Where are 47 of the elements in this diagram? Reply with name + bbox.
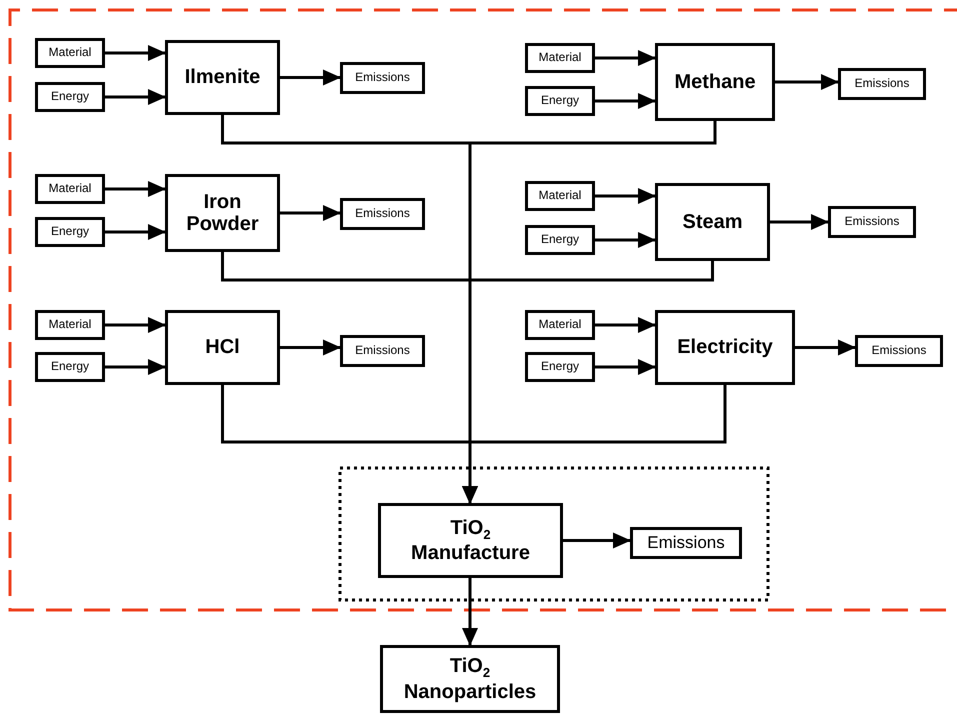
input-box: Material [35, 174, 105, 204]
connector-arrow [595, 50, 656, 66]
input-box: Material [525, 310, 595, 340]
connector-arrow [280, 340, 341, 356]
connector-arrow [770, 214, 829, 230]
connector-arrow [563, 532, 631, 548]
input-box: Material [35, 310, 105, 340]
process-box: Methane [655, 43, 775, 121]
emissions-box: Emissions [340, 62, 425, 94]
input-box: Energy [525, 86, 595, 116]
connector-arrow [105, 45, 166, 61]
connector-arrow [105, 317, 166, 333]
process-box: Ilmenite [165, 40, 280, 115]
input-box: Energy [525, 352, 595, 382]
connector-arrow [595, 188, 656, 204]
emissions-box: Emissions [340, 198, 425, 230]
emissions-box: Emissions [855, 335, 943, 367]
emissions-box: Emissions [340, 335, 425, 367]
input-box: Material [35, 38, 105, 68]
input-box: Energy [35, 217, 105, 247]
emissions-box: Emissions [828, 206, 916, 238]
connector-arrow [795, 340, 856, 356]
connector-arrow [105, 359, 166, 375]
input-box: Energy [35, 352, 105, 382]
process-box: TiO$_{2}$ Manufacture [378, 503, 563, 578]
process-box: Iron Powder [165, 174, 280, 252]
connector-arrow [595, 317, 656, 333]
connector-arrow [105, 224, 166, 240]
emissions-box: Emissions [630, 527, 742, 559]
process-box: Steam [655, 183, 770, 261]
process-box: HCl [165, 310, 280, 385]
process-box: Electricity [655, 310, 795, 385]
connector-arrow [595, 232, 656, 248]
input-box: Energy [525, 225, 595, 255]
connector-arrow [775, 74, 839, 90]
input-box: Energy [35, 82, 105, 112]
connector-arrow [595, 359, 656, 375]
input-box: Material [525, 43, 595, 73]
connector-arrow [105, 89, 166, 105]
connector-arrow [280, 205, 341, 221]
connector-arrow [595, 93, 656, 109]
connector-arrow [280, 70, 341, 86]
input-box: Material [525, 181, 595, 211]
connector-arrow [105, 181, 166, 197]
connector-arrow [462, 578, 478, 646]
emissions-box: Emissions [838, 68, 926, 100]
process-box: TiO$_{2}$ Nanoparticles [380, 645, 560, 713]
